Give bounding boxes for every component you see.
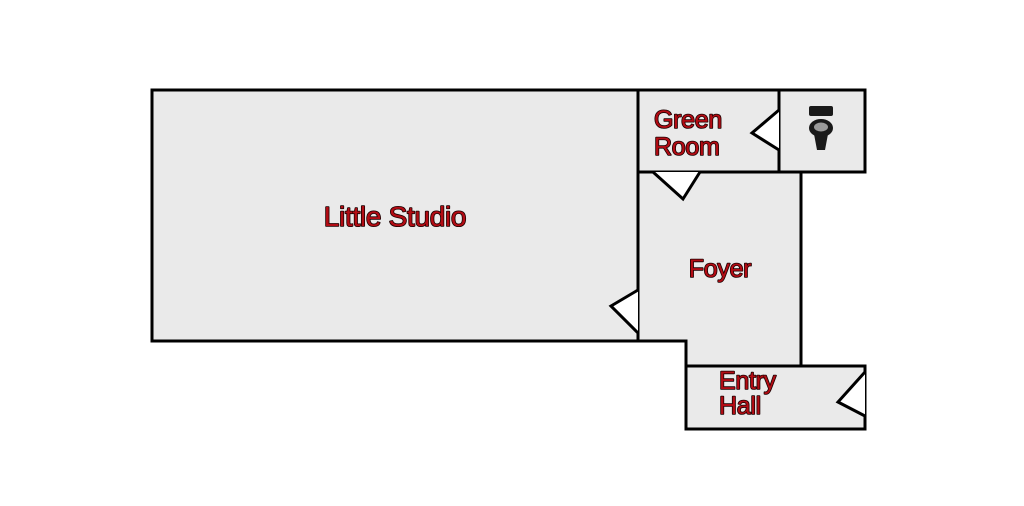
- green-room-label-line-1: Green: [654, 106, 722, 134]
- door-entry-icon: [835, 370, 867, 418]
- entry-hall-label: Entry Hall: [719, 367, 783, 420]
- toilet-icon: [809, 106, 833, 150]
- door-green-room-icon: [651, 170, 702, 202]
- door-restroom-icon: [749, 108, 780, 152]
- entry-hall-label-line-1: Entry: [719, 367, 777, 395]
- green-room-label: Green Room: [654, 106, 729, 161]
- entry-hall-label-line-2: Hall: [719, 392, 761, 420]
- little-studio-room[interactable]: [150, 88, 640, 343]
- little-studio-label: Little Studio: [324, 201, 466, 232]
- entry-hall-room[interactable]: [684, 364, 867, 431]
- foyer-label: Foyer: [689, 255, 751, 283]
- green-room-label-line-2: Room: [654, 133, 720, 161]
- door-studio-icon: [608, 288, 640, 335]
